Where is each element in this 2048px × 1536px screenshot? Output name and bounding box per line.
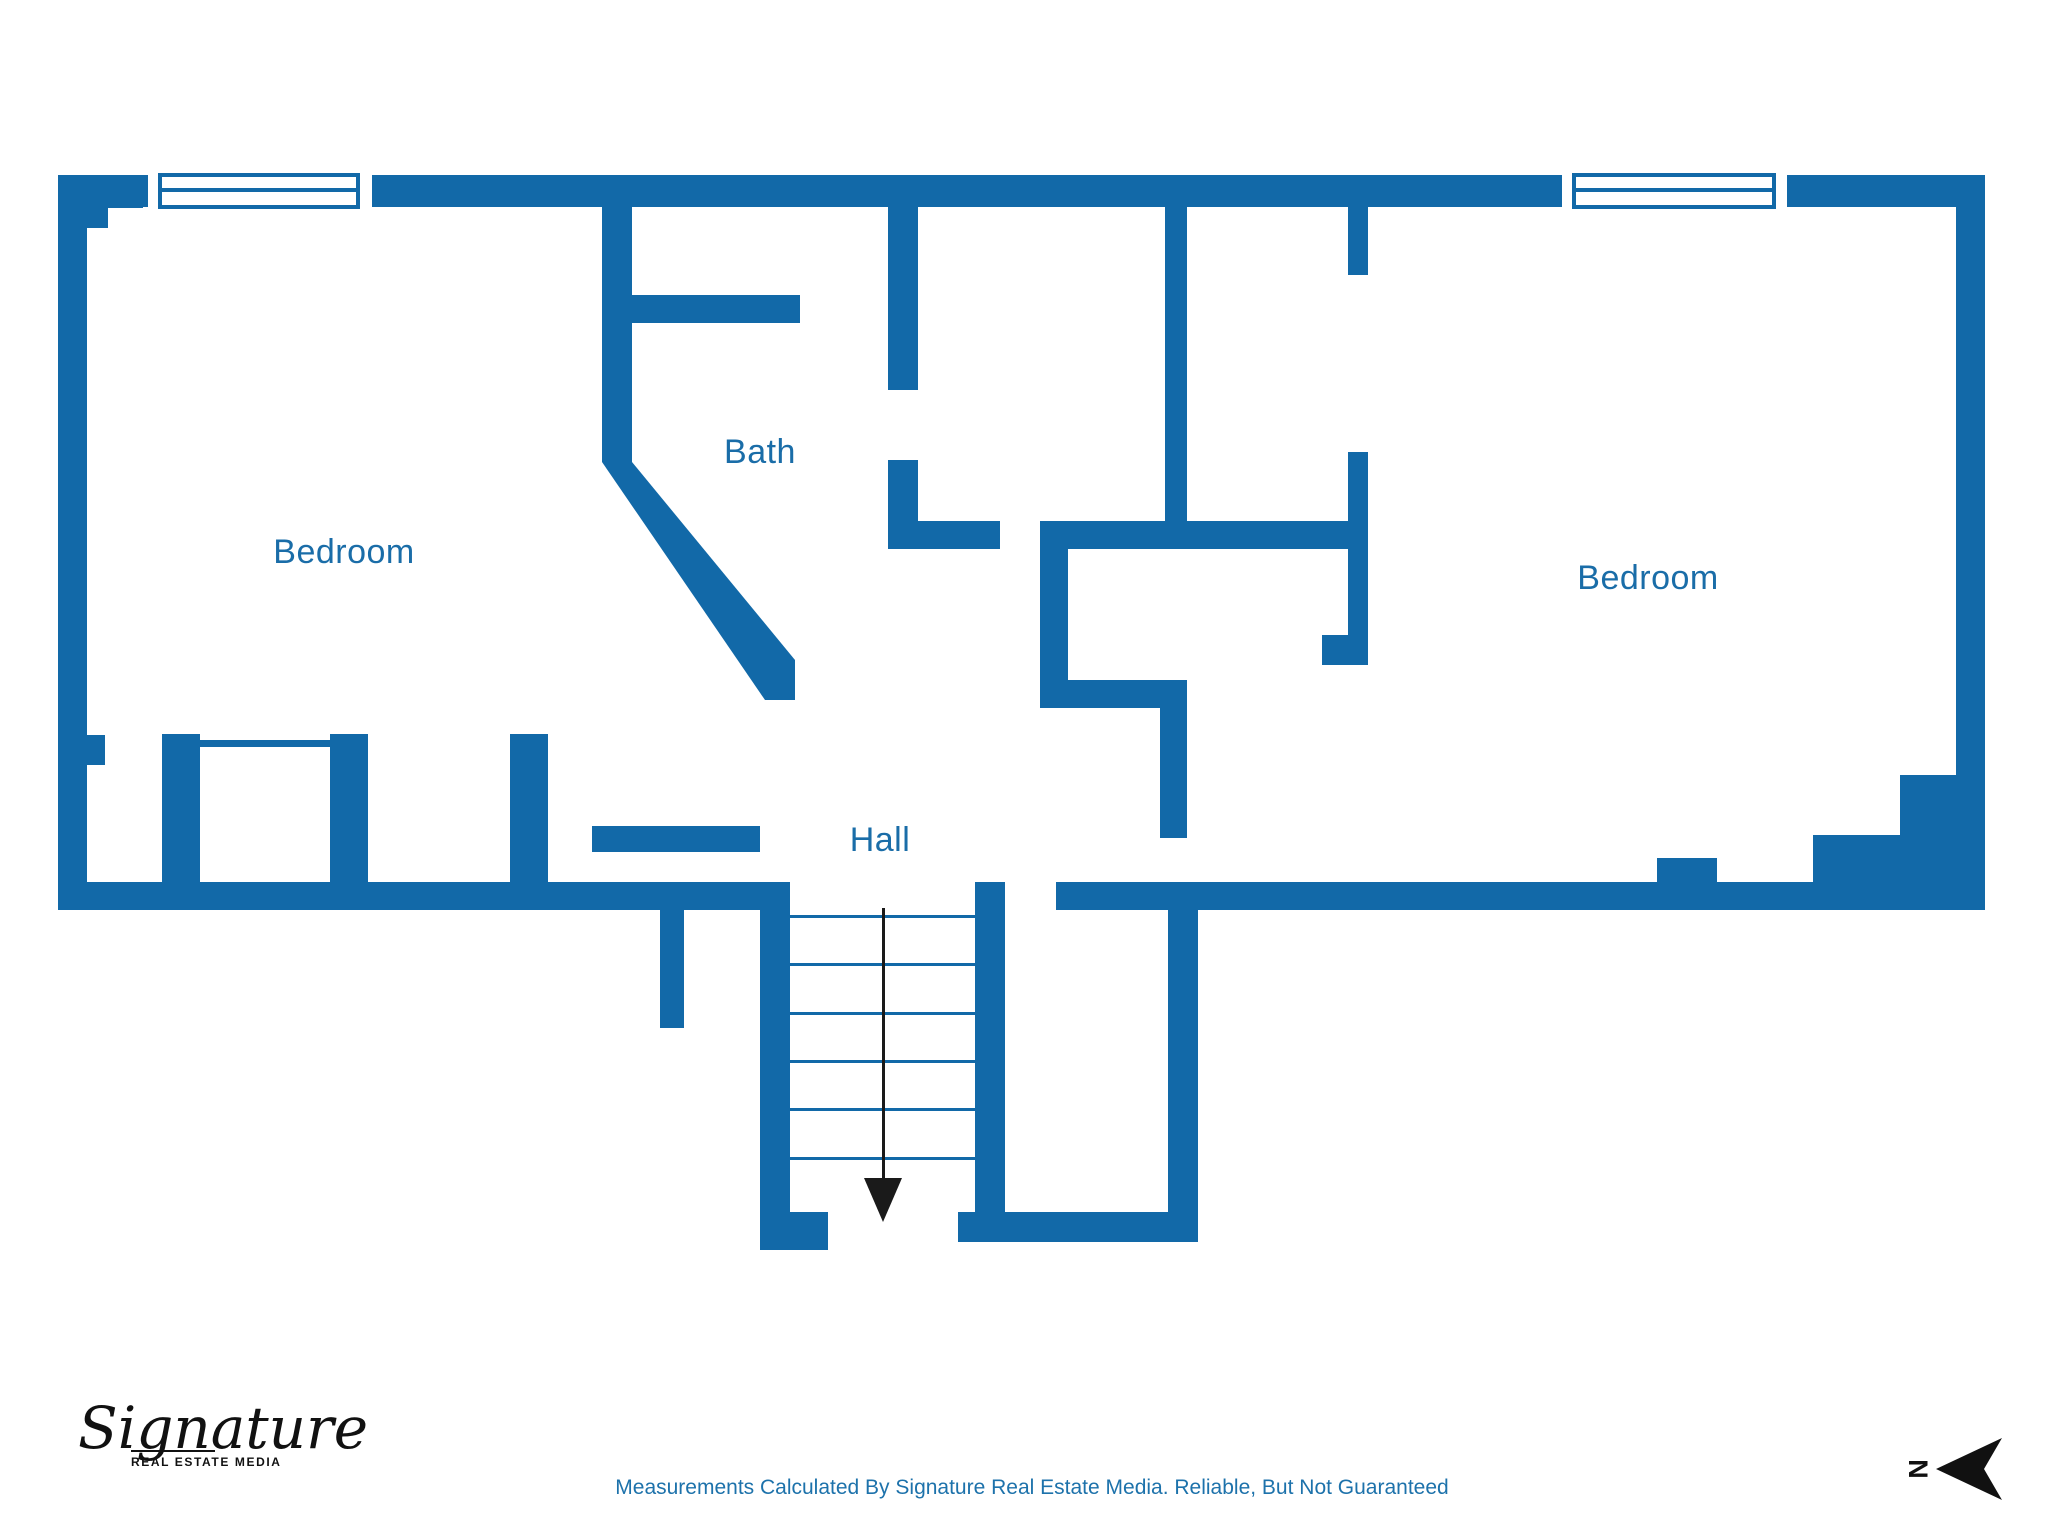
wall-bath-stub [602,295,800,323]
window-left-midline [160,188,358,192]
wall-bottom-right [1056,882,1985,910]
wall-top-right [1787,175,1985,207]
wall-bedroom-bottom-piece [592,826,760,852]
footer-disclaimer: Measurements Calculated By Signature Rea… [615,1476,1448,1499]
wall-hall-right-upper [1040,521,1068,708]
wall-h1-right [1040,521,1348,549]
logo: Signature REAL ESTATE MEDIA [78,1394,368,1469]
wall-left-bump [87,735,105,765]
wall-left-corner-step2 [87,208,108,228]
wall-left [58,175,87,910]
wall-top-middle [372,175,1562,207]
window-right-midline [1574,188,1774,192]
room-label-bath: Bath [724,433,796,471]
logo-brand: Signature [78,1394,368,1462]
wall-threshold-bump [1657,858,1717,882]
stair-direction-arrow [864,908,902,1222]
wall-notch-lower [1813,835,1956,882]
wall-bath-diagonal [602,462,795,700]
wall-h1-left [888,521,1000,549]
logo-tagline: REAL ESTATE MEDIA [131,1455,282,1469]
walls [58,175,1985,1250]
room-label-bedroom-right: Bedroom [1577,559,1718,597]
wall-bath-left [602,207,632,462]
wall-hall-right-lower [1160,680,1187,838]
wall-closet-stub-a [162,734,200,882]
compass-north-label: N [1903,1459,1933,1479]
wall-closet-stub-b [330,734,368,882]
room-label-hall: Hall [850,821,911,859]
stair-arrow-shaft [882,908,885,1180]
closet-door-header [200,740,330,747]
wall-closet-right-upper [1348,207,1368,275]
wall-lower-room-right [1168,882,1198,1242]
compass: N [1903,1438,2002,1500]
stair-arrow-head-icon [864,1178,902,1222]
wall-stair-right [975,882,1005,1212]
wall-left-corner-step1 [87,175,143,208]
room-labels: Bedroom Bath Bedroom Hall [273,433,1718,859]
wall-right [1956,175,1985,910]
room-label-bedroom-left: Bedroom [273,533,414,571]
wall-bottom-left [58,882,760,910]
wall-lower-room-bottom [958,1212,1198,1242]
wall-closet-left [1165,207,1187,549]
window-right [1572,173,1776,209]
window-left [158,173,360,209]
wall-stair-left [760,882,790,1250]
wall-bath-right-upper [888,207,918,390]
wall-notch-upper [1900,775,1956,835]
north-arrow-icon [1936,1438,2002,1500]
logo-divider [131,1450,215,1452]
wall-closet-right-foot [1322,635,1368,665]
wall-entry-stub [660,910,684,1028]
wall-stair-left-foot [790,1212,828,1250]
wall-closet-stub-c [510,734,548,882]
wall-closet-right-lower [1348,452,1368,635]
